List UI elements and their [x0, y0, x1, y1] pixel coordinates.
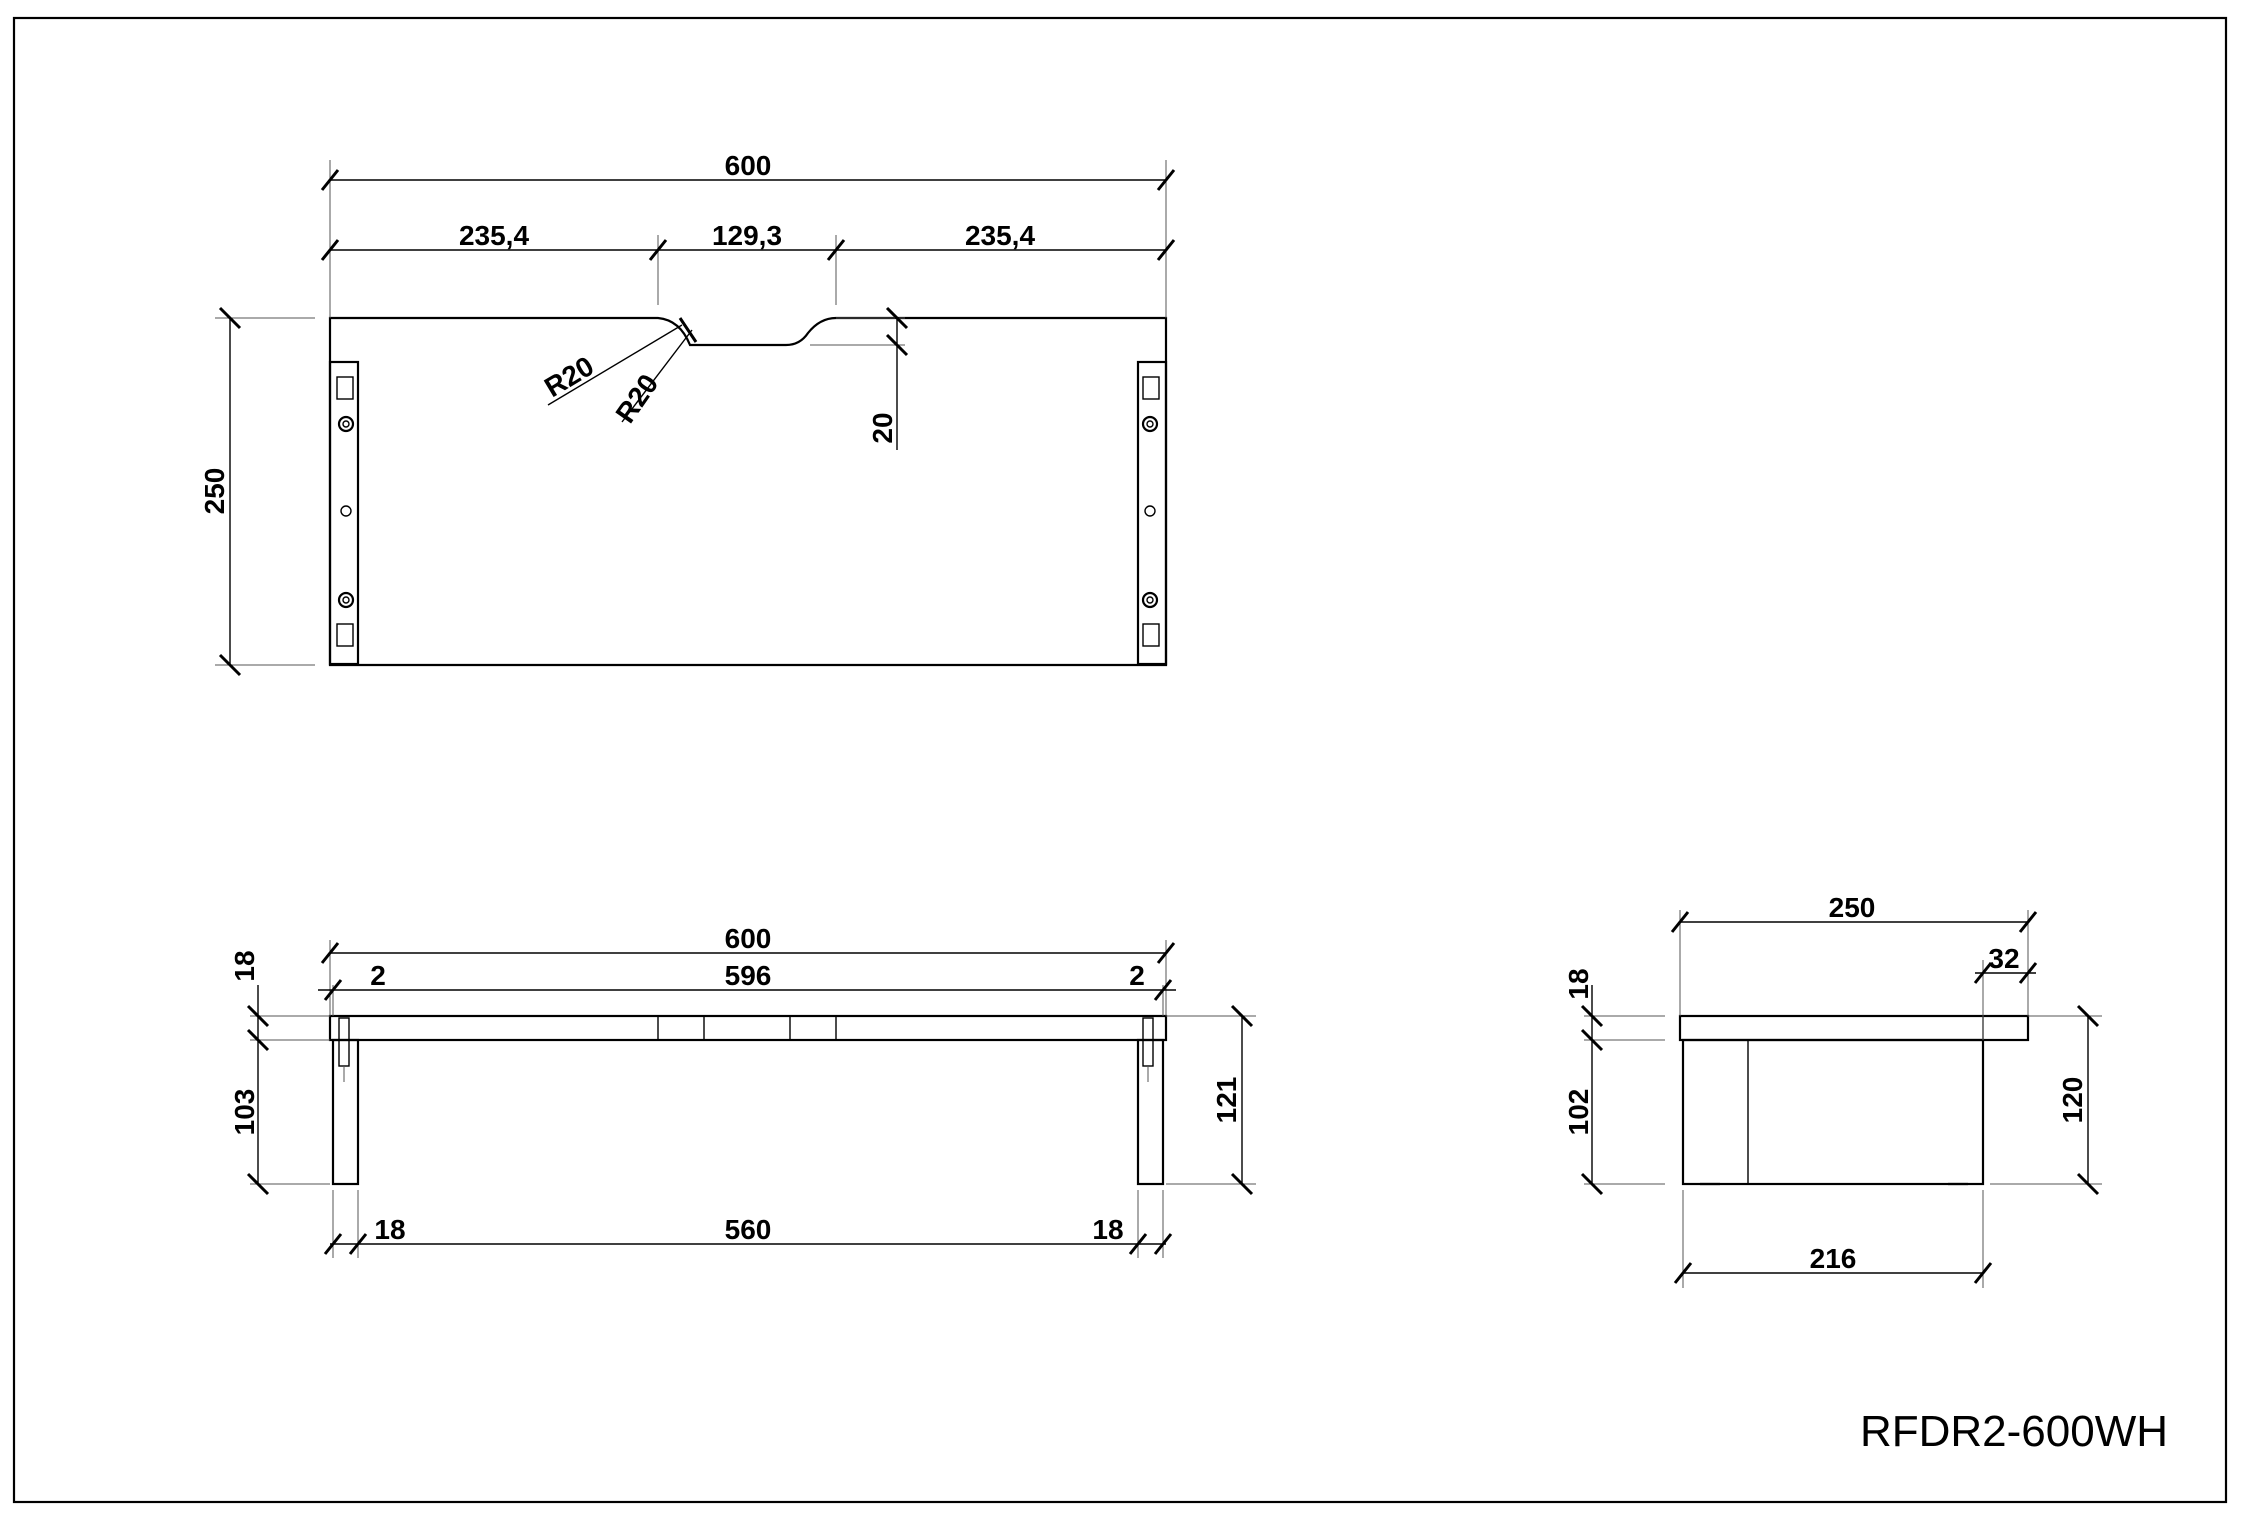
dim-front-total-height: 121 [1166, 1004, 1256, 1196]
dim-side-250-label: 250 [1829, 892, 1876, 923]
dim-top-600-label: 600 [725, 150, 772, 181]
sheet-border [12, 16, 2228, 1504]
dim-front-596-label: 596 [725, 960, 772, 991]
dim-side-32-label: 32 [1988, 943, 2019, 974]
side-top-board [1678, 1014, 2030, 1042]
dim-top-left-segment-label: 235,4 [459, 220, 529, 251]
model-code: RFDR2-600WH [1860, 1407, 2168, 1456]
dim-side-top-thickness-label: 18 [1563, 968, 1594, 999]
dim-top-depth: 250 [199, 306, 315, 677]
top-view: 600 235,4 129,3 235,4 250 [199, 150, 1176, 677]
side-leg-panel [1681, 1038, 1985, 1186]
radius-leaders: R20 R20 [539, 317, 698, 428]
dim-front-inner-width: 596 2 2 [318, 960, 1176, 1016]
right-bracket [1136, 360, 1168, 666]
dim-front-left-heights: 18 103 [229, 950, 330, 1196]
dim-front-left-leg-label: 18 [374, 1214, 405, 1245]
side-view: 250 32 18 102 12 [1563, 892, 2102, 1288]
dim-side-base-depth: 216 [1673, 1190, 1993, 1288]
front-right-leg [1136, 1038, 1165, 1186]
dim-front-bottom: 18 560 18 [323, 1190, 1173, 1258]
dim-side-total-height: 120 [1990, 1004, 2102, 1196]
dim-top-250-label: 250 [199, 468, 230, 515]
dim-top-right-segment-label: 235,4 [965, 220, 1035, 251]
dim-top-overall-width: 600 [320, 150, 1176, 318]
dim-top-segments: 235,4 129,3 235,4 [320, 220, 1176, 305]
dim-top-notch-width-label: 129,3 [712, 220, 782, 251]
dim-notch-20-label: 20 [867, 412, 898, 443]
dim-front-overall-width: 600 [320, 923, 1176, 1016]
dim-side-depth: 250 [1670, 892, 2038, 1016]
dim-front-left-offset-label: 2 [370, 960, 386, 991]
left-bracket [328, 360, 360, 666]
dim-front-600-label: 600 [725, 923, 772, 954]
dim-front-121-label: 121 [1211, 1077, 1242, 1124]
dim-front-top-thickness-label: 18 [229, 950, 260, 981]
dim-front-right-leg-label: 18 [1092, 1214, 1123, 1245]
dim-side-left-heights: 18 102 [1563, 968, 1665, 1196]
dim-front-leg-height-label: 103 [229, 1089, 260, 1136]
front-top-board [328, 1014, 1168, 1042]
front-view: 600 596 2 2 18 103 [229, 923, 1256, 1258]
dim-side-216-label: 216 [1810, 1243, 1857, 1274]
top-view-outline [328, 316, 1168, 667]
dim-side-leg-height-label: 102 [1563, 1089, 1594, 1136]
front-left-leg [331, 1038, 360, 1186]
radius-1-label: R20 [539, 350, 599, 403]
dim-side-overhang: 32 [1973, 943, 2038, 1040]
dim-notch-depth: 20 [810, 306, 909, 450]
dim-side-120-label: 120 [2057, 1077, 2088, 1124]
dim-front-560-label: 560 [725, 1214, 772, 1245]
dim-front-right-offset-label: 2 [1129, 960, 1145, 991]
